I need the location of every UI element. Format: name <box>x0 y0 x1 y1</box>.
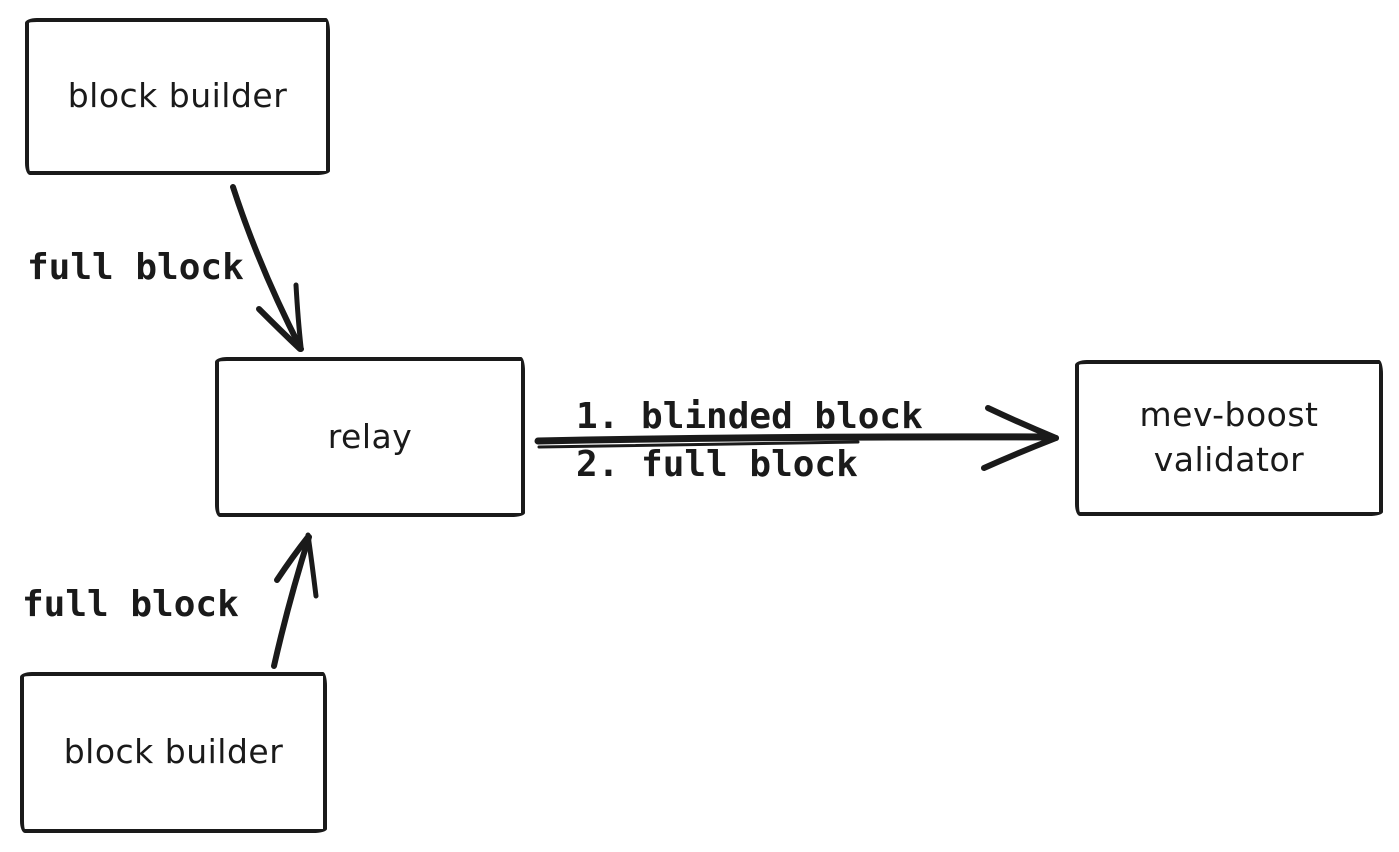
edge-label-blinded-block[interactable]: 1. blinded block <box>576 396 923 437</box>
node-mev-boost-validator[interactable]: mev-boost validator <box>1075 360 1383 516</box>
node-relay-label: relay <box>327 416 413 456</box>
node-block-builder-top[interactable]: block builder <box>25 18 330 175</box>
node-validator-label-line1: mev-boost <box>1139 395 1319 435</box>
node-validator-label-line2: validator <box>1153 440 1305 479</box>
node-block-builder-top-label: block builder <box>67 76 288 116</box>
arrow-builder-top-to-relay[interactable] <box>230 184 304 352</box>
arrow-builder-bottom-to-relay[interactable] <box>271 532 319 669</box>
edge-label-full-block-bottom[interactable]: full block <box>22 584 239 625</box>
node-block-builder-bottom[interactable]: block builder <box>20 672 327 833</box>
edge-label-full-block-2[interactable]: 2. full block <box>576 444 858 485</box>
node-block-builder-bottom-label: block builder <box>63 732 284 772</box>
arrow-relay-to-validator[interactable] <box>534 405 1059 471</box>
edge-label-full-block-top[interactable]: full block <box>27 247 244 288</box>
node-relay[interactable]: relay <box>215 357 525 517</box>
